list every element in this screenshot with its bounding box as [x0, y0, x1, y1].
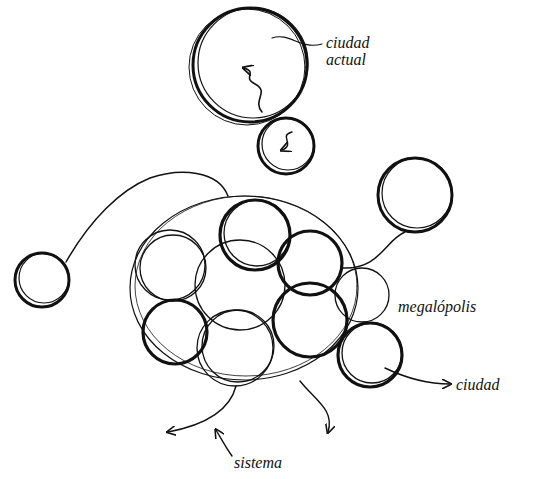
sketch-label: sistema — [234, 454, 282, 471]
sketch-label: ciudad — [456, 376, 500, 393]
sketch-label: ciudad actual — [326, 34, 396, 68]
sketch-label: megalópolis — [398, 298, 476, 315]
